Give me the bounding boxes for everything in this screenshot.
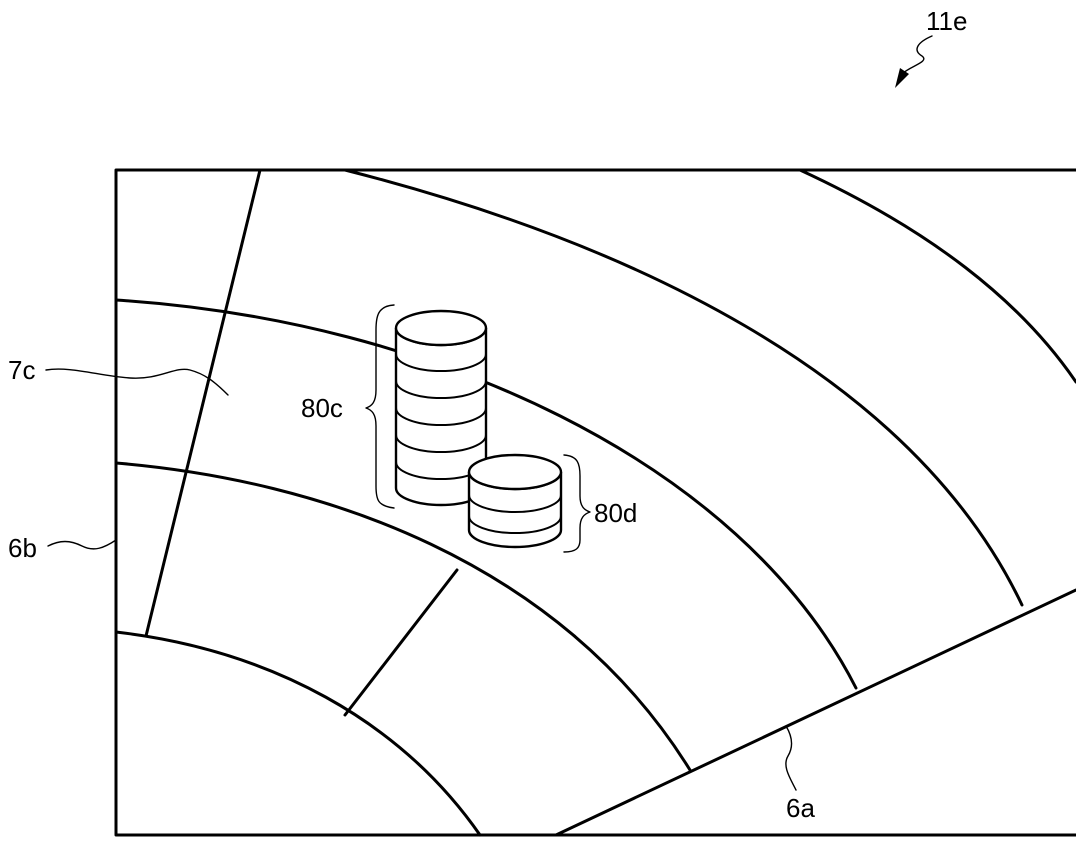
reference-label: 11e <box>926 6 967 36</box>
frame <box>114 168 1076 837</box>
arc-lines <box>114 168 1076 837</box>
arc-4 <box>343 168 1024 607</box>
radial-left <box>144 168 262 638</box>
radial-mid <box>343 568 459 717</box>
arc-2 <box>114 461 692 772</box>
leader-7c <box>45 368 229 396</box>
arc-outer <box>798 168 1076 384</box>
arc-3 <box>114 298 858 690</box>
label-7c: 7c <box>8 355 35 385</box>
brace-80d <box>563 454 591 553</box>
leader-6b <box>47 539 117 550</box>
brace-80c <box>365 304 395 509</box>
arc-inner <box>114 630 482 837</box>
label-80d: 80d <box>594 498 637 528</box>
label-80c: 80c <box>301 393 343 423</box>
disk-stack-80c <box>394 309 488 507</box>
label-6b: 6b <box>8 533 37 563</box>
leader-6a <box>785 725 797 791</box>
reference-arrow <box>895 35 933 88</box>
disk-stack-80d <box>467 453 563 549</box>
radial-edge-6a <box>554 588 1076 837</box>
label-6a: 6a <box>786 793 815 823</box>
radial-lines <box>144 168 1076 837</box>
